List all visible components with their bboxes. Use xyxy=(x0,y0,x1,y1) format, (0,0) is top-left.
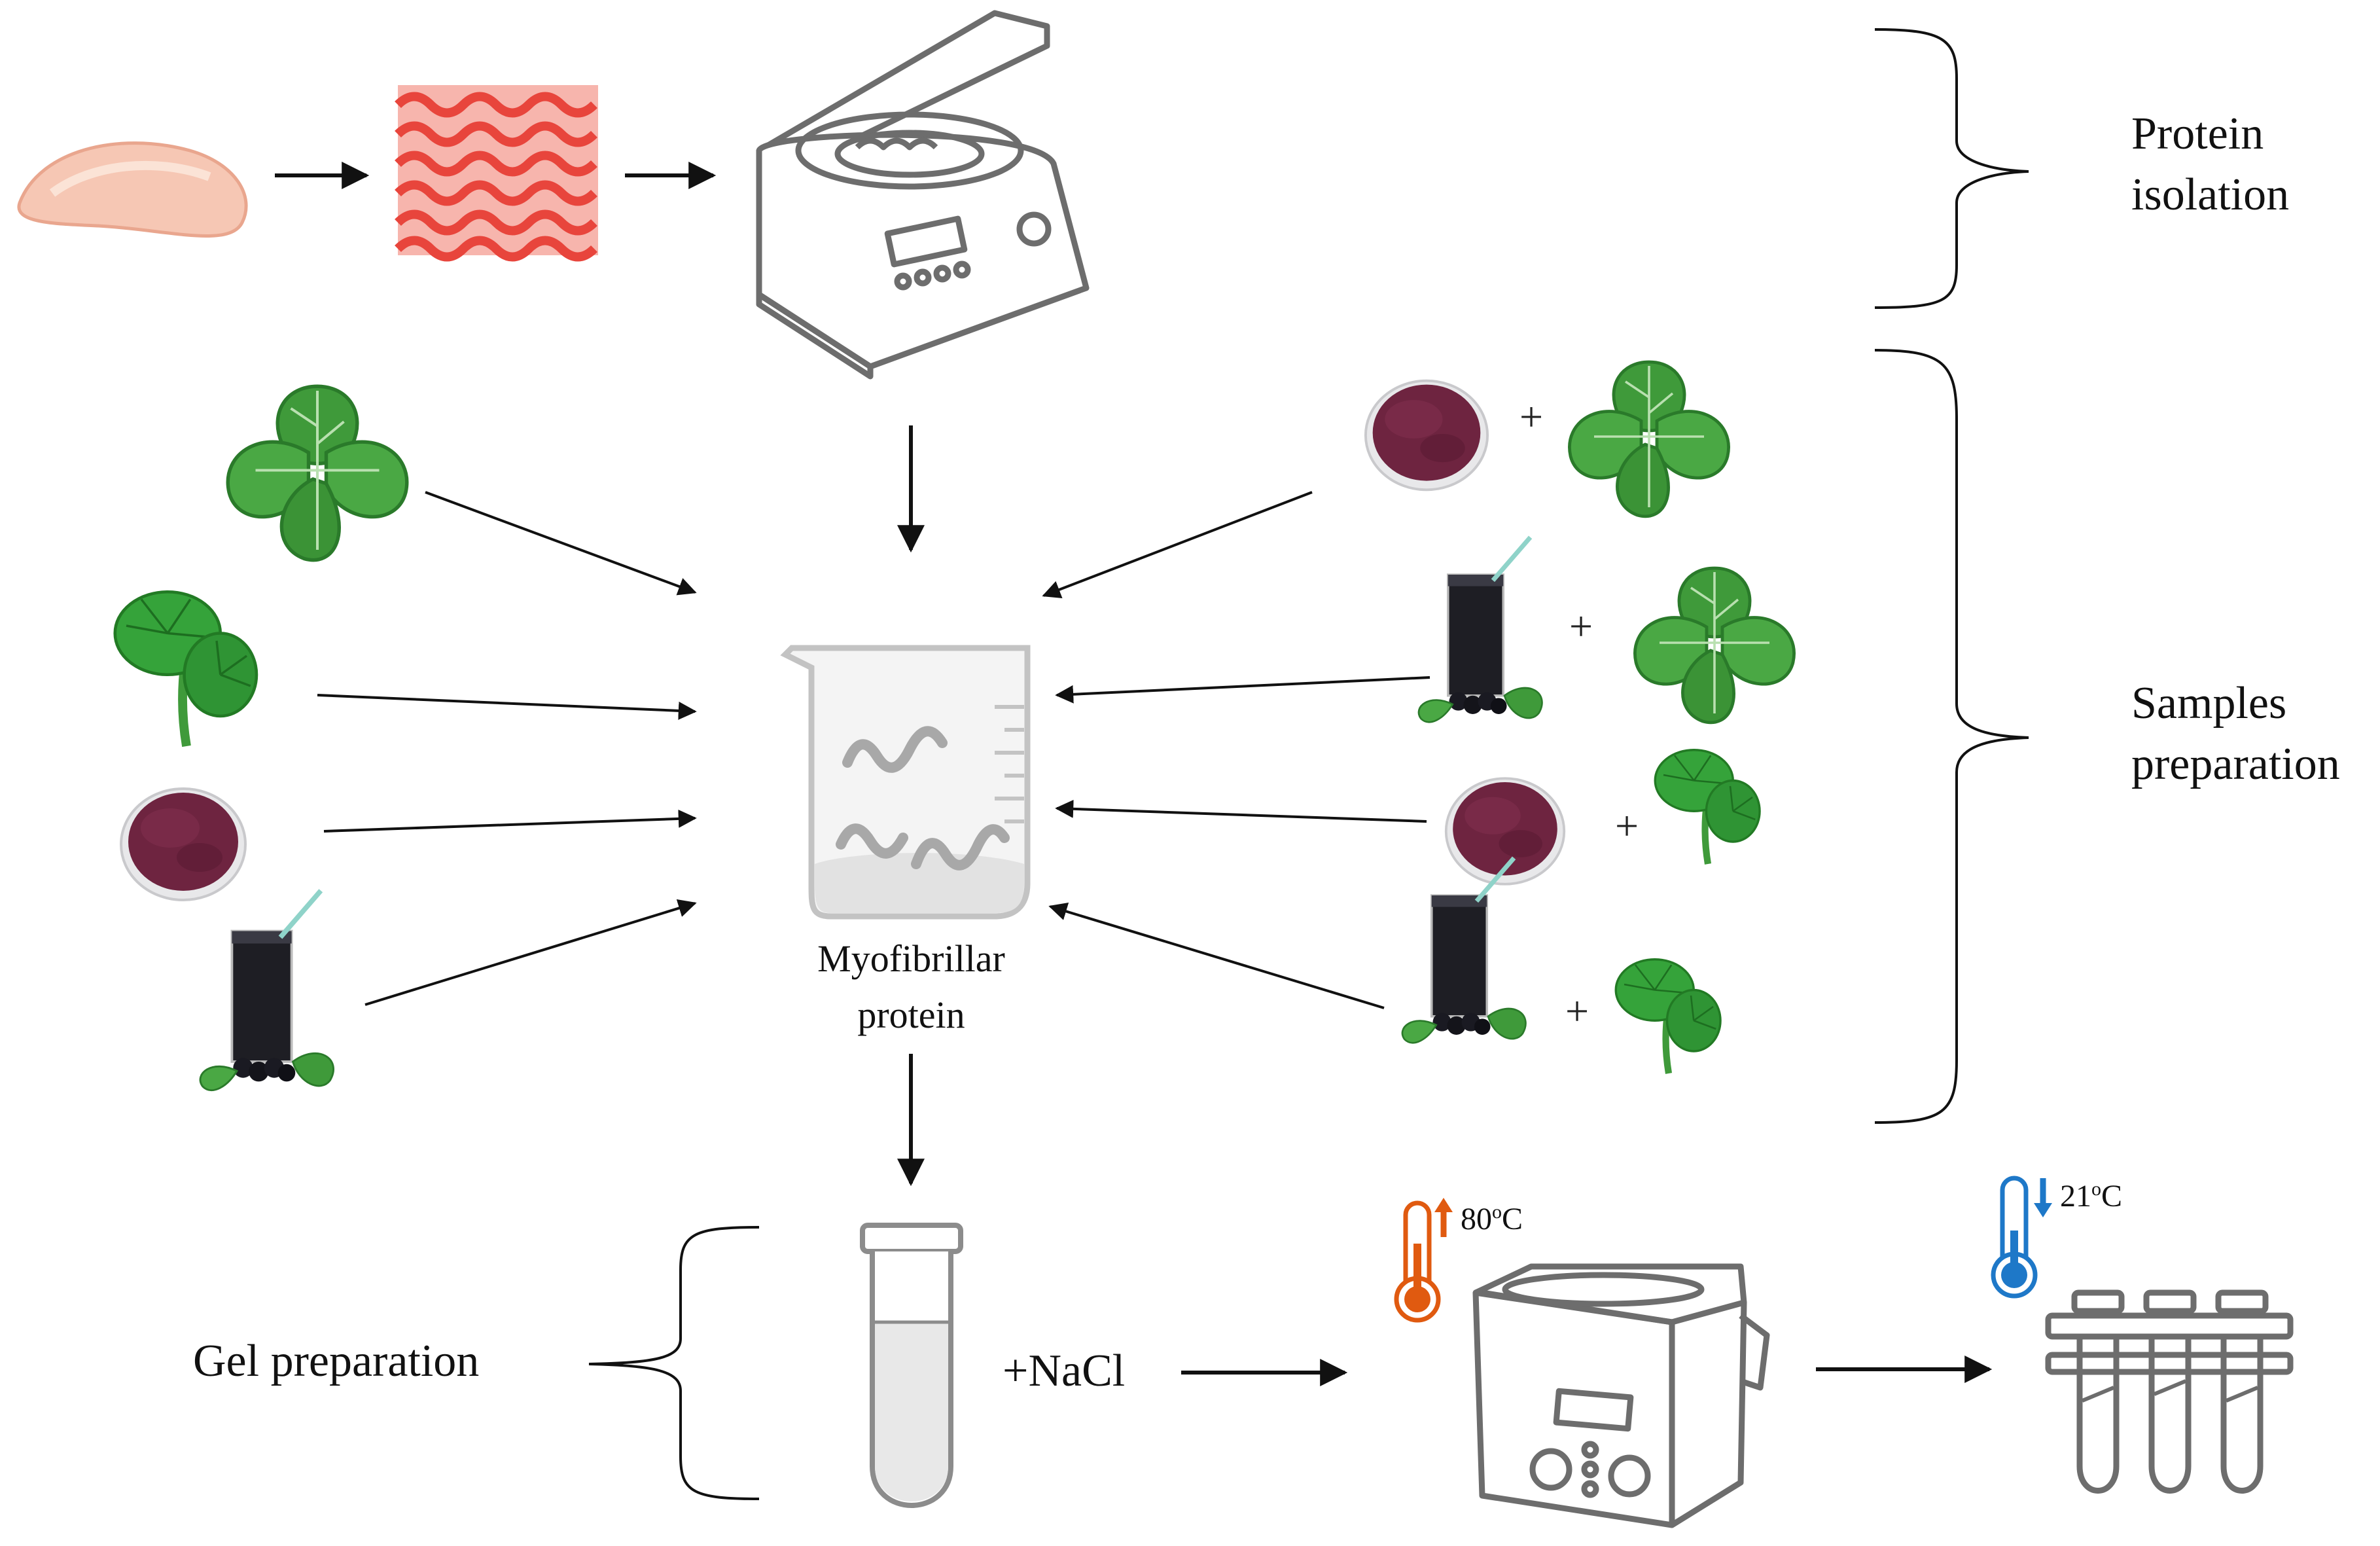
arrow-right-3 xyxy=(1055,799,1427,823)
lemon-balm-icon xyxy=(228,386,406,560)
arrow-right-2 xyxy=(1055,676,1430,704)
arrow-left-3 xyxy=(323,809,697,833)
lemon-balm-icon xyxy=(1569,362,1728,516)
gotu-kola-icon xyxy=(1616,960,1720,1073)
centrifuge-icon xyxy=(756,10,1090,380)
protein-isolation-label-line1: Protein xyxy=(2131,109,2264,159)
berry-powder-icon xyxy=(120,787,247,901)
arrow-right-4 xyxy=(1048,902,1385,1009)
arrow-left-4 xyxy=(364,899,697,1006)
berry-powder-icon xyxy=(1364,379,1489,492)
gotu-kola-icon xyxy=(115,592,257,746)
arrow-left-1 xyxy=(425,491,697,596)
plus-sign: + xyxy=(1565,988,1590,1034)
brace-icon xyxy=(1874,28,2029,309)
myofibrillar-label-line1: Myofibrillar xyxy=(817,937,1005,980)
thermometer-hot-icon xyxy=(1394,1198,1453,1323)
test-tube-rack-icon xyxy=(2045,1289,2294,1494)
gotu-kola-icon xyxy=(1655,750,1760,864)
protein-isolation-label-line2: isolation xyxy=(2131,170,2290,220)
plus-sign: + xyxy=(1615,802,1639,849)
ultrasonic-bath-icon xyxy=(1472,1263,1770,1528)
myofibrillar-label-line2: protein xyxy=(857,994,965,1036)
berry-juice-icon xyxy=(200,891,334,1090)
berry-juice-icon xyxy=(1402,858,1526,1043)
nacl-label: +NaCl xyxy=(1003,1346,1126,1396)
minced-meat-icon xyxy=(395,85,598,262)
brace-icon xyxy=(588,1226,760,1500)
thermometer-cold-icon xyxy=(1991,1176,2052,1299)
beaker-icon xyxy=(780,645,1031,920)
chicken-breast-icon xyxy=(17,141,248,238)
berry-juice-icon xyxy=(1419,537,1542,722)
test-tube-icon xyxy=(860,1223,963,1508)
arrow-right-1 xyxy=(1042,491,1313,599)
lemon-balm-icon xyxy=(1635,568,1794,723)
brace-icon xyxy=(1874,349,2029,1124)
gel-preparation-label: Gel preparation xyxy=(193,1336,480,1386)
samples-preparation-label-line1: Samples xyxy=(2131,678,2287,728)
samples-preparation-label-line2: preparation xyxy=(2131,739,2340,789)
temperature-hot-label: 80oC xyxy=(1461,1201,1523,1236)
plus-sign: + xyxy=(1519,393,1544,440)
temperature-cold-label: 21oC xyxy=(2060,1178,2123,1213)
plus-sign: + xyxy=(1569,603,1593,649)
arrow-left-2 xyxy=(317,694,697,720)
